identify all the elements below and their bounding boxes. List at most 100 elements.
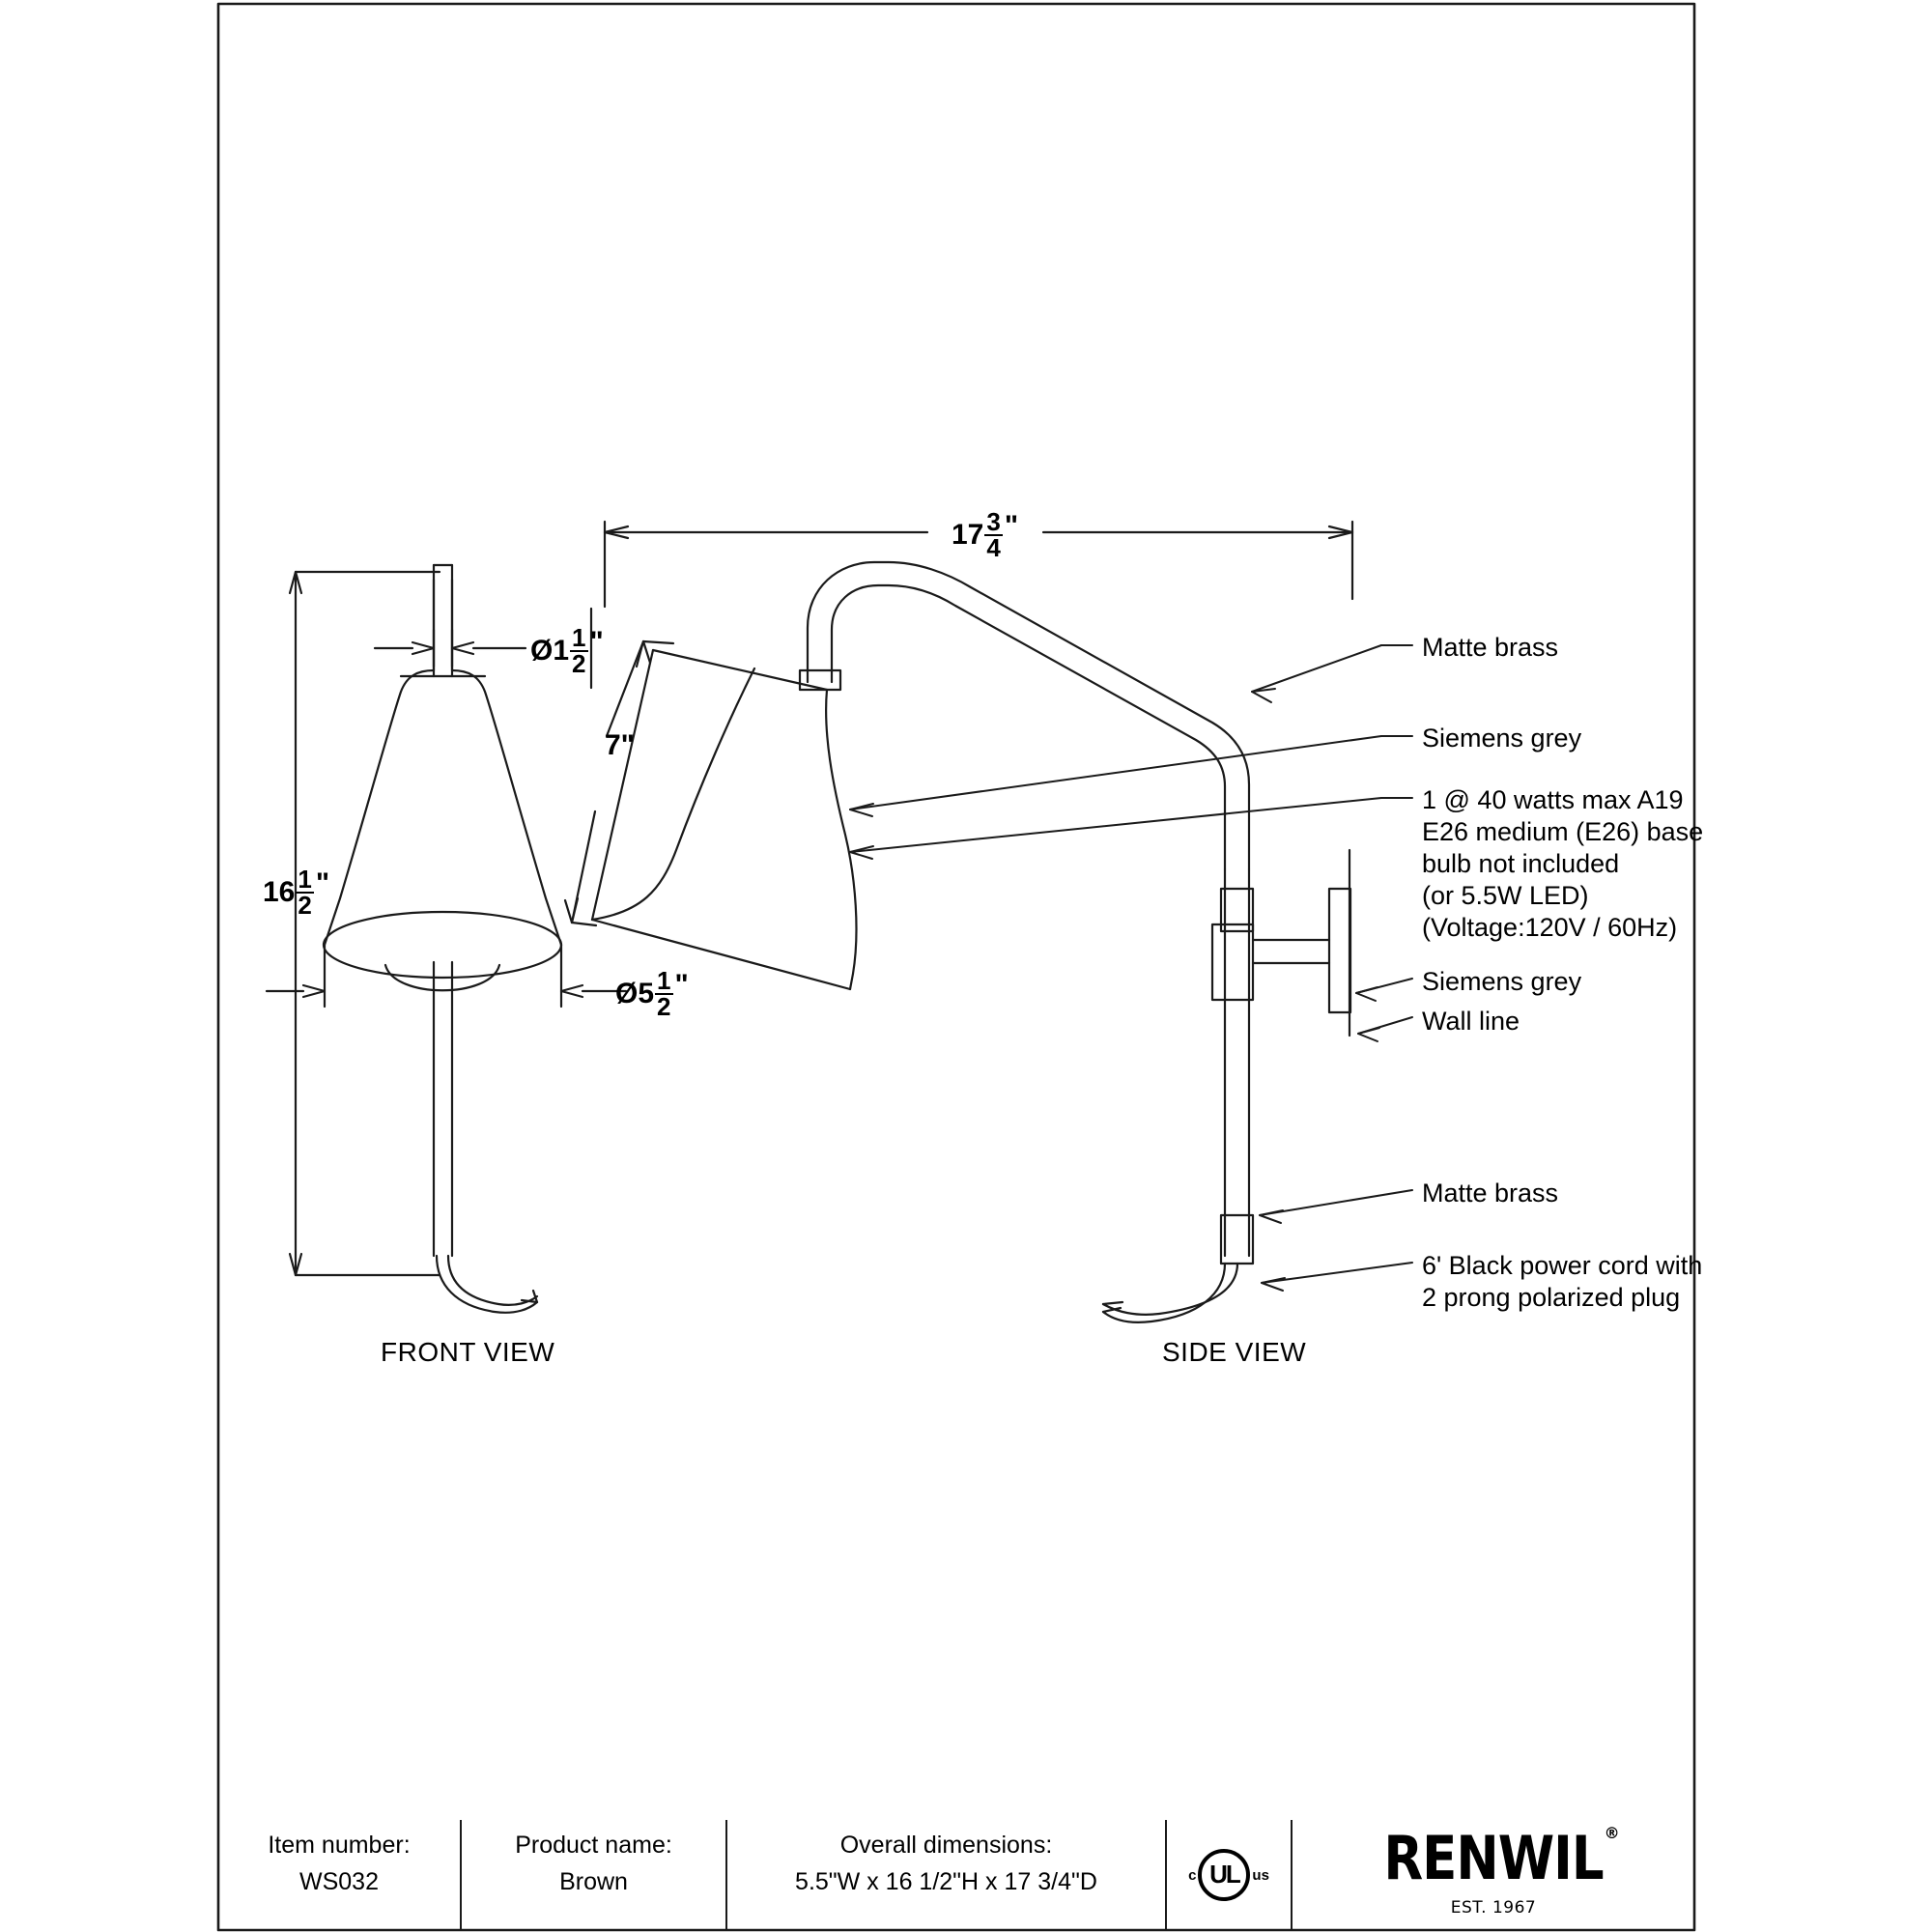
side-cord-inner: [1101, 1262, 1239, 1316]
callout-matte-brass-arm: Matte brass: [1422, 633, 1559, 662]
dim-shade-unit: ": [674, 969, 689, 1001]
power-cord-line-1: 6' Black power cord with: [1422, 1251, 1703, 1280]
side-cord-outer: [1101, 1262, 1227, 1323]
dim-shade-arrow-left: [301, 983, 327, 999]
brand-name: RENWIL®: [1383, 1825, 1619, 1889]
dim-depth-arrow-left: [603, 525, 630, 540]
front-view-drawing: [322, 563, 563, 1314]
front-view-label: FRONT VIEW: [381, 1337, 555, 1367]
dim-stem-arrow-right: [450, 640, 475, 656]
front-shade-left: [323, 668, 436, 947]
overall-dimensions-label: Overall dimensions:: [839, 1832, 1053, 1859]
title-block-certification: c UL us: [1165, 1820, 1291, 1930]
brand-logo: RENWIL® EST. 1967: [1383, 1825, 1619, 1918]
brand-name-text: RENWIL: [1383, 1824, 1604, 1893]
product-name-value: Brown: [559, 1868, 628, 1895]
callout-power-cord: 6' Black power cord with 2 prong polariz…: [1422, 1250, 1702, 1314]
ul-listed-icon: c UL us: [1188, 1849, 1269, 1901]
brand-established: EST. 1967: [1450, 1897, 1537, 1918]
side-arm-inner: [830, 583, 1227, 871]
bulb-spec-line-1: 1 @ 40 watts max A19: [1422, 785, 1684, 814]
side-shade-top-edge: [651, 648, 829, 692]
leader-matte-brass-arm: [1251, 644, 1382, 693]
side-arm-collar: [798, 668, 842, 692]
side-shade-right: [825, 688, 858, 991]
leader-arrow-power-cord: [1261, 1277, 1286, 1292]
ul-letters: UL: [1209, 1860, 1241, 1889]
power-cord-line-2: 2 prong polarized plug: [1422, 1283, 1681, 1312]
dim-shade-h-ext-bottom: [570, 921, 598, 927]
leader-arrow-siemens-grey-plate: [1355, 986, 1378, 1002]
ul-circle-icon: UL: [1198, 1849, 1251, 1901]
front-socket-cup: [384, 963, 501, 992]
side-shade-inner-arc: [590, 667, 756, 922]
registered-trademark-icon: ®: [1604, 1823, 1620, 1842]
dim-shade-h-ext-top: [641, 639, 675, 645]
leader-arrow-siemens-grey-shade: [849, 803, 874, 817]
callout-siemens-grey-shade: Siemens grey: [1422, 724, 1582, 753]
callout-leaders: [849, 644, 1413, 1292]
dim-shade-diameter: [265, 943, 628, 1009]
side-view-drawing: [590, 560, 1352, 1323]
dim-shade-h-arrow-top: [635, 639, 652, 668]
side-rod-collar-upper: [1219, 887, 1255, 933]
leader-bulb-spec: [849, 797, 1382, 853]
dim-shade-h-arrow-bottom: [563, 896, 580, 924]
front-shade-opening: [322, 910, 563, 980]
bulb-spec-line-5: (Voltage:120V / 60Hz): [1422, 913, 1678, 942]
product-name-label: Product name:: [515, 1832, 672, 1859]
title-block-brand: RENWIL® EST. 1967: [1291, 1820, 1694, 1930]
bulb-spec-line-2: E26 medium (E26) base: [1422, 817, 1704, 846]
dim-depth-whole: 17: [952, 518, 984, 551]
side-mount-block: [1210, 923, 1255, 1002]
leader-arrow-wall-line: [1357, 1027, 1380, 1042]
dim-height-unit: ": [315, 867, 330, 899]
dim-stem-diameter: [373, 578, 593, 690]
side-shade-lip: [590, 918, 852, 991]
front-shade-right: [450, 668, 563, 947]
dim-shade-height-value: 7": [605, 729, 635, 761]
callout-bulb-spec: 1 @ 40 watts max A19 E26 medium (E26) ba…: [1422, 784, 1703, 944]
callout-matte-brass-stem: Matte brass: [1422, 1179, 1559, 1208]
bulb-spec-line-3: bulb not included: [1422, 849, 1620, 878]
page-border: [216, 2, 1696, 1932]
dim-height-whole: 16: [263, 875, 296, 908]
item-number-label: Item number:: [268, 1832, 411, 1859]
leader-arrow-matte-brass-arm: [1251, 688, 1276, 703]
callout-wall-line: Wall line: [1422, 1007, 1520, 1036]
dim-shade-arrow-right: [559, 983, 584, 999]
diameter-symbol-icon-2: Ø: [615, 977, 639, 1009]
dim-shade-height: [563, 639, 675, 927]
dim-label-shade-height: 7": [605, 729, 635, 762]
title-block-product-name: Product name: Brown: [460, 1820, 725, 1930]
dim-depth-arrow-right: [1327, 525, 1354, 540]
overall-dimensions-value: 5.5"W x 16 1/2"H x 17 3/4"D: [795, 1868, 1097, 1895]
front-cord-inner: [446, 1254, 539, 1306]
ul-c-letter: c: [1188, 1866, 1197, 1884]
side-cord-arrow: [1101, 1300, 1124, 1314]
bulb-spec-line-4: (or 5.5W LED): [1422, 881, 1589, 910]
dim-stem-unit: ": [589, 626, 604, 658]
side-arm-outer: [806, 560, 1251, 871]
front-cord-outer: [435, 1254, 539, 1314]
leader-arrow-bulb-spec: [849, 845, 874, 860]
dim-shade-whole: 5: [638, 977, 655, 1009]
title-block-overall-dimensions: Overall dimensions: 5.5"W x 16 1/2"H x 1…: [725, 1820, 1165, 1930]
leader-matte-brass-rod: [1259, 1189, 1413, 1216]
callout-siemens-grey-backplate: Siemens grey: [1422, 967, 1582, 996]
side-view-label: SIDE VIEW: [1162, 1337, 1307, 1367]
dim-stem-whole: 1: [553, 634, 570, 667]
dim-height-arrow-bottom: [288, 1252, 303, 1277]
dim-overall-height: [288, 570, 441, 1277]
front-cord-arrow: [520, 1289, 539, 1304]
